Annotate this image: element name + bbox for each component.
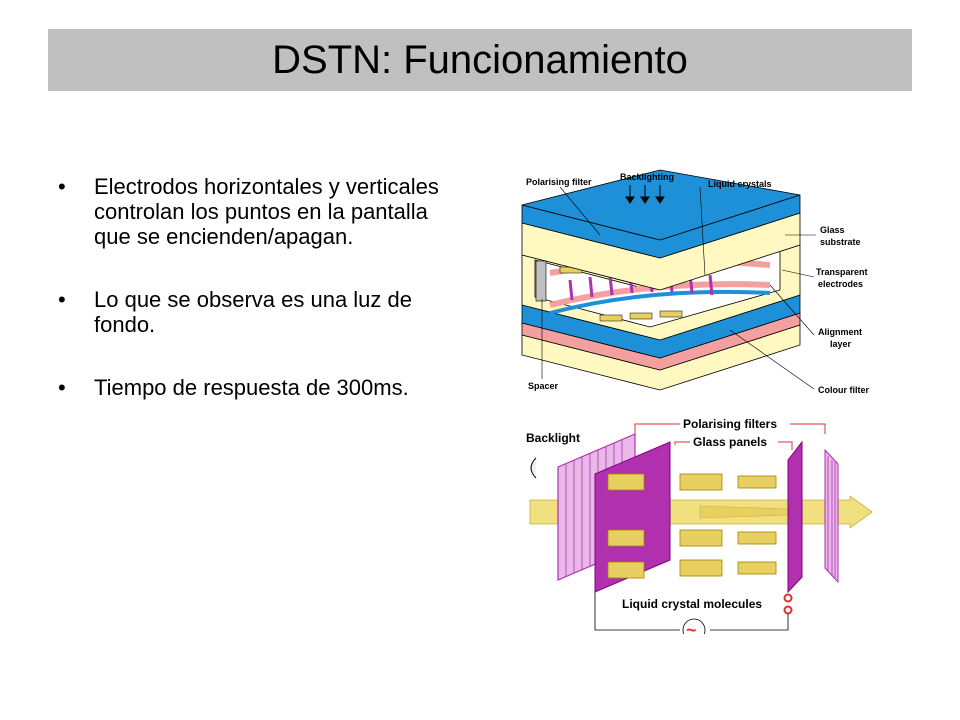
label-polarising-filters: Polarising filters bbox=[683, 417, 777, 431]
label-glass-substrate-2: substrate bbox=[820, 237, 861, 247]
lcd-cross-section-illustration: Polarising filter Backlighting Liquid cr… bbox=[521, 169, 869, 395]
label-glass-substrate-1: Glass bbox=[820, 225, 845, 235]
label-spacer: Spacer bbox=[528, 381, 559, 391]
bullet-dot-icon: • bbox=[58, 375, 66, 400]
label-liquid-crystals: Liquid crystals bbox=[708, 179, 772, 189]
label-transparent-electrodes-1: Transparent bbox=[816, 267, 868, 277]
label-polarising-filter: Polarising filter bbox=[526, 177, 592, 187]
label-transparent-electrodes-2: electrodes bbox=[818, 279, 863, 289]
bullet-item: • Electrodos horizontales y verticales co… bbox=[58, 174, 458, 249]
slide-title: DSTN: Funcionamiento bbox=[272, 37, 688, 82]
label-liquid-crystal-molecules: Liquid crystal molecules bbox=[622, 597, 762, 611]
bullet-item: • Lo que se observa es una luz de fondo. bbox=[58, 287, 458, 337]
bullet-dot-icon: • bbox=[58, 174, 66, 199]
bullet-dot-icon: • bbox=[58, 287, 66, 312]
label-backlighting: Backlighting bbox=[620, 172, 674, 182]
label-alignment-layer-1: Alignment bbox=[818, 327, 862, 337]
bullet-item: • Tiempo de respuesta de 300ms. bbox=[58, 375, 458, 400]
lcd-cross-section-figure: Polarising filter Backlighting Liquid cr… bbox=[520, 165, 880, 397]
title-bar: DSTN: Funcionamiento bbox=[48, 29, 912, 91]
label-colour-filter: Colour filter bbox=[818, 385, 869, 395]
bullet-text: Lo que se observa es una luz de fondo. bbox=[94, 287, 413, 337]
bullet-text: Electrodos horizontales y verticales con… bbox=[94, 174, 439, 249]
lcd-panel-diagram-illustration: ~ Backlight Polarising filters Glass pan… bbox=[526, 417, 873, 642]
lcd-panel-diagram-figure: ~ Backlight Polarising filters Glass pan… bbox=[520, 412, 880, 642]
ac-source-symbol: ~ bbox=[686, 620, 697, 634]
bullet-text: Tiempo de respuesta de 300ms. bbox=[94, 375, 409, 400]
label-alignment-layer-2: layer bbox=[830, 339, 852, 349]
bullet-list: • Electrodos horizontales y verticales co… bbox=[58, 174, 458, 438]
label-glass-panels: Glass panels bbox=[693, 435, 767, 449]
label-backlight: Backlight bbox=[526, 431, 580, 445]
